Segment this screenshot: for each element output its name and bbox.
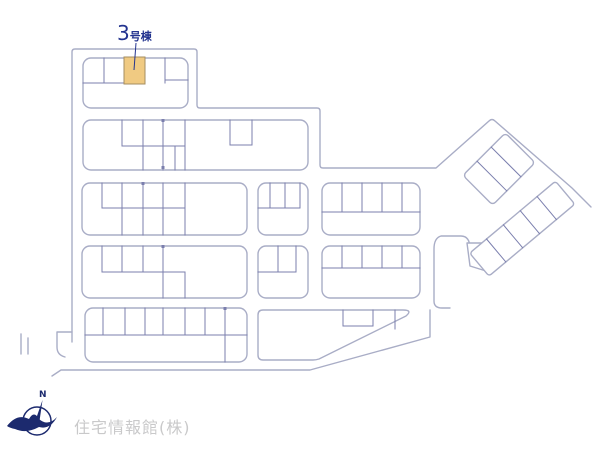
lots-row5-right [342, 309, 396, 330]
bottom-boundary-line [51, 309, 431, 377]
lots-row4-left [101, 245, 186, 299]
outer-boundary-line [71, 48, 592, 343]
block-diagonal-lower [470, 181, 575, 276]
lot-lines [82, 57, 421, 363]
block-row3-right [321, 182, 421, 236]
survey-ticks [141, 119, 227, 310]
lots-row4-right [321, 245, 421, 269]
label-leader-line [133, 42, 137, 71]
lots-row2 [121, 119, 253, 171]
blocks [81, 57, 575, 363]
block-diagonal-upper [463, 133, 535, 205]
lots-row3-mid [257, 182, 301, 209]
block-row4-right [321, 245, 421, 299]
building-suffix: 号棟 [129, 30, 152, 43]
compass-logo [7, 400, 57, 436]
block-row3-left [81, 182, 248, 236]
lots-row3-left [101, 182, 186, 236]
company-watermark: 住宅情報館(株) [74, 418, 191, 437]
building-number: 3 [117, 21, 130, 45]
lots-row3-right [321, 182, 421, 213]
compass-north-letter: N [39, 390, 47, 400]
block-row2 [82, 119, 309, 171]
block-row5-right-trapezoid [257, 309, 410, 361]
lots-row5-left [84, 307, 248, 363]
road-stub-west [20, 333, 29, 355]
building-label: 3号棟 [117, 21, 152, 45]
left-notch-road [56, 331, 73, 358]
lots-row4-mid [257, 245, 297, 273]
east-road-edge [433, 235, 471, 309]
lots-row1 [82, 57, 189, 84]
bird-icon [7, 414, 57, 432]
